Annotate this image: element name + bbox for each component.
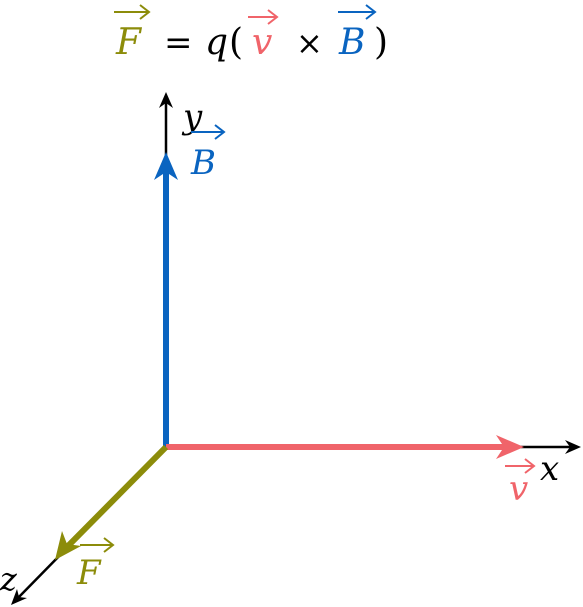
velocity-label: v [505, 458, 536, 509]
x-axis-arrowhead [565, 440, 581, 454]
equation-close-paren: ) [374, 22, 388, 63]
equation: F = q ( v × B ) [114, 4, 388, 63]
equation-open-paren: ( [229, 22, 243, 63]
equation-force-symbol: F [115, 22, 143, 63]
equation-equals-sign: = [164, 23, 193, 63]
magnetic-field-vector-arrowhead [154, 152, 178, 180]
magnetic-field-label-text: B [190, 143, 216, 183]
y-axis-label: y [181, 97, 203, 137]
y-axis-arrowhead [159, 92, 173, 108]
equation-velocity-term: v [248, 9, 279, 63]
equation-magnetic-field-term: B [338, 4, 377, 63]
coordinate-axes [11, 92, 581, 605]
equation-cross-product-sign: × [296, 24, 323, 62]
z-axis-label: z [0, 560, 18, 598]
equation-magnetic-field-symbol: B [338, 22, 365, 63]
x-axis-label: x [540, 449, 559, 489]
force-vector-shaft [65, 444, 169, 549]
force-label-text: F [76, 553, 102, 593]
equation-velocity-symbol: v [252, 22, 272, 63]
velocity-label-text: v [509, 469, 528, 509]
force-vector-arrowhead [55, 531, 81, 560]
equation-force-term: F [114, 4, 151, 63]
equation-charge-symbol: q [205, 22, 228, 63]
velocity-vector [166, 435, 524, 459]
magnetic-field-vector [154, 152, 178, 447]
z-axis-arrowhead [11, 589, 27, 605]
magnetic-field-label: B [190, 124, 226, 183]
force-vector [55, 444, 169, 560]
force-label: F [76, 537, 115, 593]
velocity-vector-arrowhead [496, 435, 524, 459]
